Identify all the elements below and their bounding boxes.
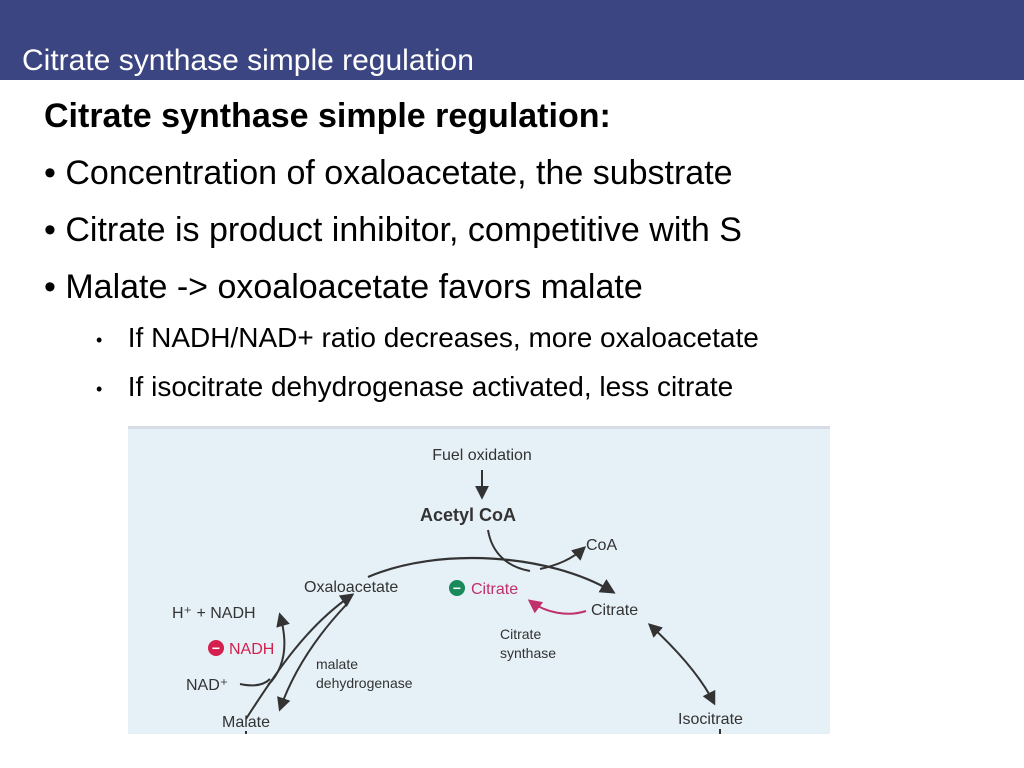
arrow-acetyl-branch [487,529,531,572]
label-fuel-oxidation: Fuel oxidation [432,447,532,464]
sub-bullet-text: If isocitrate dehydrogenase activated, l… [127,371,734,402]
bullet-marker: • [44,268,56,306]
bullet-marker: • [44,211,56,249]
sub-bullet-text: If NADH/NAD+ ratio decreases, more oxalo… [127,322,759,353]
label-citrate-synthase-1: Citrate [500,626,541,642]
label-coa: CoA [586,537,617,554]
label-malate-dehydrogenase-2: dehydrogenase [316,675,413,691]
arrow-oxaloacetate-to-citrate [367,556,616,594]
tca-regulation-diagram: Fuel oxidation Acetyl CoA CoA Oxaloaceta… [128,426,830,734]
sub-bullet-marker: • [96,378,103,399]
bullet-text: Concentration of oxaloacetate, the subst… [65,154,733,192]
sub-bullet-item: • If isocitrate dehydrogenase activated,… [96,370,733,406]
label-citrate-synthase-2: synthase [500,645,556,661]
minus-icon: − [212,640,220,656]
bullet-marker: • [44,154,56,192]
arrow-malate-to-oxaloacetate [245,593,355,720]
label-isocitrate: Isocitrate [678,711,743,728]
label-inhibitor-citrate: Citrate [471,581,518,598]
arrow-oxaloacetate-to-malate [277,604,347,712]
label-citrate: Citrate [591,602,638,619]
label-malate-dehydrogenase-1: malate [316,656,358,672]
label-malate: Malate [222,714,270,731]
label-inhibitor-nadh: NADH [229,641,274,658]
bullet-text: Malate -> oxoaloacetate favors malate [65,268,643,306]
inhibition-badge-citrate [449,580,465,596]
label-acetyl-coa: Acetyl CoA [420,505,516,525]
minus-icon: − [453,580,461,596]
arrow-to-coa [539,546,587,570]
bullet-item: • Concentration of oxaloacetate, the sub… [44,153,733,193]
label-h-nadh: H⁺ + NADH [172,605,256,622]
label-nad: NAD⁺ [186,677,228,694]
arrow-citrate-to-isocitrate [647,623,716,706]
inhibition-badge-nadh [208,640,224,656]
arrow-citrate-inhibition [527,599,587,615]
bullet-item: • Malate -> oxoaloacetate favors malate [44,267,643,307]
arrow-nad-curve [239,678,271,687]
diagram-svg: Fuel oxidation Acetyl CoA CoA Oxaloaceta… [172,447,743,734]
content-heading: Citrate synthase simple regulation: [44,97,611,135]
bullet-item: • Citrate is product inhibitor, competit… [44,210,742,250]
slide-header-bar: Citrate synthase simple regulation [0,0,1024,80]
sub-bullet-item: • If NADH/NAD+ ratio decreases, more oxa… [96,321,759,357]
sub-bullet-marker: • [96,329,103,350]
slide-title: Citrate synthase simple regulation [22,44,474,77]
bullet-text: Citrate is product inhibitor, competitiv… [65,211,742,249]
label-oxaloacetate: Oxaloacetate [304,579,398,596]
